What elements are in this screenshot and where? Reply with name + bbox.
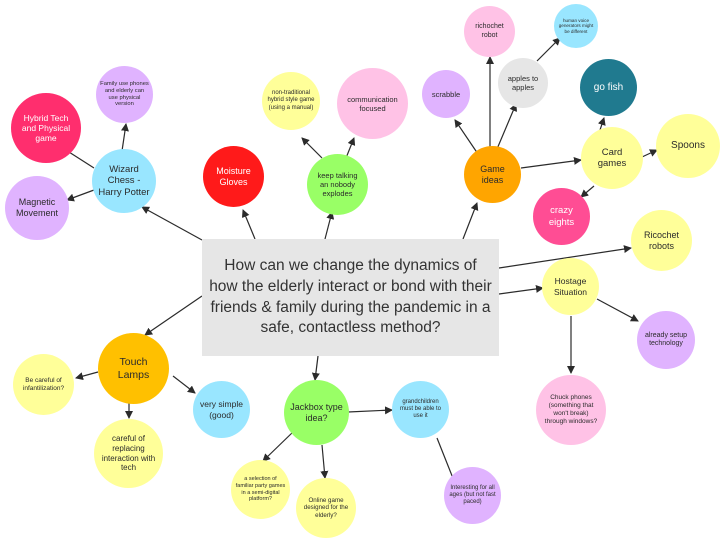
node-very-simple: very simple (good)	[193, 381, 250, 438]
edge-central-moisture	[241, 209, 256, 240]
node-wizard-chess: Wizard Chess - Harry Potter	[92, 149, 156, 213]
node-online-game: Online game designed for the elderly?	[296, 478, 356, 538]
edge-central-keeptalking	[324, 211, 335, 240]
edge-touchlamps-verysimple	[172, 375, 196, 394]
node-game-ideas: Game ideas	[464, 146, 521, 203]
node-touch-lamps: Touch Lamps	[98, 333, 169, 404]
edge-central-hostage	[498, 284, 544, 295]
node-keep-talking: keep talking an nobody explodes	[307, 154, 368, 215]
node-apples-to-apples: apples to apples	[498, 58, 548, 108]
node-party-games: a selection of familiar party games in a…	[231, 460, 290, 519]
node-family-phones: Family use phones and elderly can use ph…	[96, 66, 153, 123]
edge-central-touchlamps	[144, 295, 203, 336]
edge-cardgames-spoons	[641, 149, 658, 158]
edge-central-wizard	[141, 206, 203, 241]
node-grandchildren: grandchildren must be able to use it	[392, 381, 449, 438]
node-communication: communication focused	[337, 68, 408, 139]
edge-keeptalking-nontraditional	[301, 137, 323, 159]
edge-touchlamps-infantilization	[75, 371, 99, 381]
edge-gameideas-scrabble	[454, 119, 479, 155]
node-chuck-phones: Chuck phones (something that won't break…	[536, 375, 606, 445]
node-interesting: Interesting for all ages (but not fast p…	[444, 467, 501, 524]
node-human-voice: human voice generators might be differen…	[554, 4, 598, 48]
node-card-games: Card games	[581, 127, 643, 189]
node-magnetic-movement: Magnetic Movement	[5, 176, 69, 240]
node-crazy-eights: crazy eights	[533, 188, 590, 245]
edge-wizard-magnetic	[66, 189, 95, 202]
node-spoons: Spoons	[656, 114, 720, 178]
node-ricochet-robots: Ricochet robots	[631, 210, 692, 271]
node-careful-replacing: careful of replacing interaction with te…	[94, 419, 163, 488]
edge-wizard-family	[121, 123, 129, 152]
edge-cardgames-crazyeights	[580, 185, 595, 198]
node-richochet-robot: richochet robot	[464, 6, 515, 57]
node-nontraditional: non-traditional hybrid style game (using…	[262, 72, 320, 130]
node-scrabble: scrabble	[422, 70, 470, 118]
edge-gameideas-cardgames	[520, 156, 582, 169]
edge-central-jackbox	[311, 355, 320, 381]
edge-gameideas-apples	[496, 103, 517, 150]
central-question: How can we change the dynamics of how th…	[202, 239, 499, 356]
node-hybrid-tech: Hybrid Tech and Physical game	[11, 93, 81, 163]
node-moisture-gloves: Moisture Gloves	[203, 146, 264, 207]
edge-jackbox-partygames	[262, 430, 295, 462]
edge-hostage-setuptech	[596, 298, 639, 322]
node-go-fish: go fish	[580, 59, 637, 116]
node-setup-technology: already setup technology	[637, 311, 695, 369]
edge-apples-humanvoice	[536, 37, 561, 62]
node-jackbox: Jackbox type idea?	[284, 380, 349, 445]
edge-central-gameideas	[462, 202, 479, 240]
edge-jackbox-grandchildren	[347, 406, 393, 415]
central-question-text: How can we change the dynamics of how th…	[209, 256, 492, 337]
node-infantilization: Be careful of infantilization?	[13, 354, 74, 415]
node-hostage-situation: Hostage Situation	[542, 258, 599, 315]
edge-jackbox-onlinegame	[320, 444, 329, 479]
